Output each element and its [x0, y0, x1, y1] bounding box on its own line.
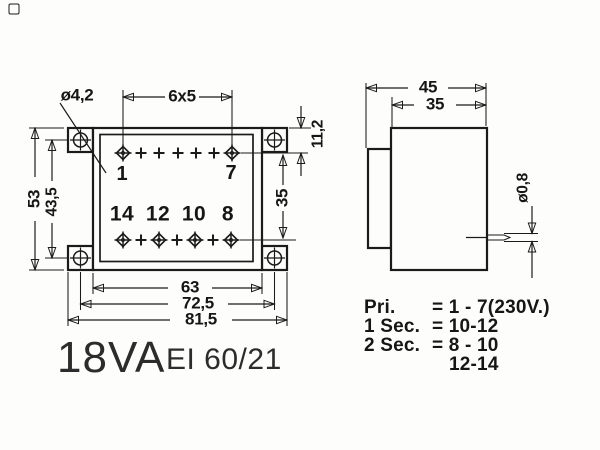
power-rating-label: 18VA: [57, 333, 165, 382]
dim-pin-row-spacing: 35: [273, 155, 292, 238]
dim-hole-spacing-horizontal-label: 72,5: [182, 294, 214, 313]
dim-overall-height: 53: [25, 128, 64, 270]
connection-row-value: 12-14: [449, 354, 499, 375]
dim-pin-row-spacing-label: 35: [273, 189, 292, 207]
connection-row-label: 2 Sec.: [364, 335, 420, 356]
pin-label-12: 12: [146, 203, 170, 226]
dim-pin-diameter-label: ø0,8: [515, 172, 532, 202]
side-view: 45 35 ø0,8: [366, 78, 538, 278]
dim-pin-row-inset-label: 11,2: [310, 120, 327, 148]
drawing-title: 18VA EI 60/21: [57, 333, 282, 382]
dim-overall-width-label: 81,5: [185, 310, 217, 329]
core-type-label: EI 60/21: [166, 343, 282, 376]
body-outline: [91, 126, 264, 272]
pin-label-1: 1: [116, 163, 127, 185]
dim-pin-diameter: ø0,8: [504, 172, 538, 278]
body-inner-outline: [99, 133, 254, 263]
dim-pin-row-inset: 11,2: [289, 106, 327, 176]
pin-label-14: 14: [110, 203, 134, 226]
dim-body-depth: 35: [392, 95, 486, 127]
pin-row-bottom: [113, 230, 296, 250]
dim-body-depth-label: 35: [426, 95, 444, 114]
connection-row-label: 1 Sec.: [364, 316, 420, 337]
dim-hole-spacing-horizontal: 72,5: [81, 272, 275, 313]
solder-pin: [466, 234, 512, 241]
pin-label-10: 10: [182, 203, 206, 226]
dim-overall-width: 81,5: [68, 272, 287, 329]
dim-hole-spacing-vertical: 43,5: [44, 140, 68, 258]
connection-row-value: = 10-12: [432, 316, 498, 337]
mount-flange-side: [366, 147, 393, 250]
dim-hole-diameter: ø4,2: [59, 86, 107, 174]
dim-body-width: 63: [93, 273, 262, 297]
dim-overall-height-label: 53: [25, 190, 44, 208]
scan-artifact-mark: [8, 3, 20, 15]
connection-row-value: = 1 - 7(230V.): [432, 297, 550, 318]
dim-hole-spacing-vertical-label: 43,5: [44, 187, 61, 217]
dim-body-width-label: 63: [181, 278, 199, 297]
front-view: 1 7 14 12 10 8 ø4,2 6x5 53: [25, 86, 327, 329]
dim-overall-depth-label: 45: [419, 78, 437, 97]
connection-table: Pri. = 1 - 7(230V.) 1 Sec. = 10-12 2 Sec…: [364, 297, 550, 375]
dim-hole-diameter-label: ø4,2: [61, 86, 94, 105]
body-side-outline: [389, 126, 489, 272]
pin-label-7: 7: [225, 162, 236, 184]
connection-row-label: Pri.: [364, 297, 395, 318]
dim-pin-pitch-label: 6x5: [168, 87, 195, 106]
dim-pin-pitch: 6x5: [123, 87, 232, 146]
connection-row-value: = 8 - 10: [432, 335, 499, 356]
pin-label-8: 8: [222, 203, 234, 226]
